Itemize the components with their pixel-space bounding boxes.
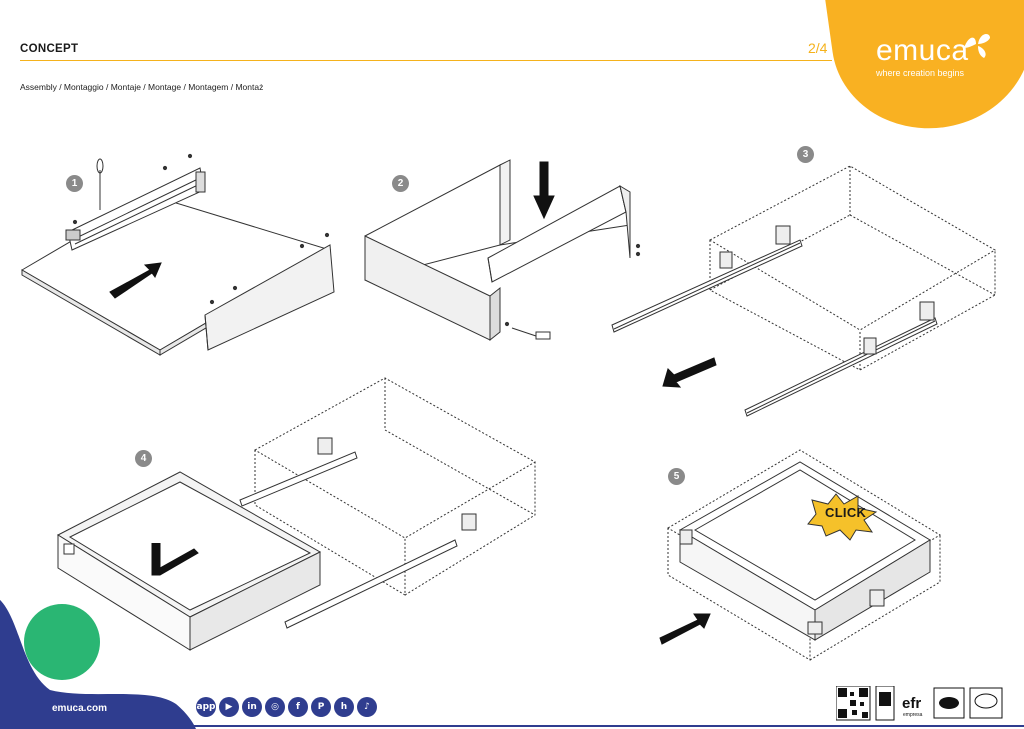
footer-website[interactable]: emuca.com	[52, 703, 108, 714]
qr-code-icon	[836, 686, 871, 721]
page-number: 2/4	[808, 40, 828, 56]
header-rule	[20, 60, 832, 61]
tiktok-icon[interactable]: ♪	[357, 697, 377, 717]
houzz-icon[interactable]: h	[334, 697, 354, 717]
step2-down-arrow	[533, 161, 555, 220]
step4-arrow	[151, 543, 199, 576]
app-icon[interactable]: app	[196, 697, 216, 717]
step-badge-3: 3	[797, 146, 814, 163]
facebook-icon[interactable]: f	[288, 697, 308, 717]
brand-tagline: where creation begins	[876, 68, 965, 78]
instagram-icon[interactable]: ◎	[265, 697, 285, 717]
cert-badge-icon	[933, 687, 965, 719]
step3-rails	[611, 225, 938, 417]
footer-rule	[0, 725, 1024, 727]
linkedin-icon[interactable]: in	[242, 697, 262, 717]
page-title: CONCEPT	[20, 43, 79, 55]
step3-arrow	[662, 357, 717, 388]
footer-corner-shape	[0, 600, 196, 729]
efr-cert-label: efr	[902, 695, 921, 712]
step2-drawing	[364, 159, 641, 342]
certification-logos: efr empresa	[836, 686, 1003, 721]
brand-logo-text: emuca	[876, 34, 969, 67]
assembly-subtitle: Assembly / Montaggio / Montaje / Montage…	[20, 82, 264, 92]
click-label: CLICK	[825, 505, 867, 520]
cert-badge-icon-2	[969, 687, 1003, 719]
step1-drawing	[21, 153, 335, 356]
step-badge-2: 2	[392, 175, 409, 192]
brand-butterfly-icon	[964, 34, 990, 58]
step3-drawing	[708, 165, 996, 371]
step1-arrow	[109, 262, 162, 299]
step4-drawer	[56, 437, 477, 651]
click-starburst	[807, 493, 878, 541]
social-icons: app ▶ in ◎ f P h ♪	[196, 697, 377, 717]
step-badge-1: 1	[66, 175, 83, 192]
step4-cabinet	[253, 377, 537, 596]
youtube-icon[interactable]: ▶	[219, 697, 239, 717]
aenor-cert-icon	[875, 686, 895, 721]
pinterest-icon[interactable]: P	[311, 697, 331, 717]
step-badge-4: 4	[135, 450, 152, 467]
efr-cert-sub: empresa	[903, 712, 923, 718]
step5-drawer	[679, 461, 931, 641]
step5-arrow	[659, 613, 711, 645]
step-badge-5: 5	[668, 468, 685, 485]
